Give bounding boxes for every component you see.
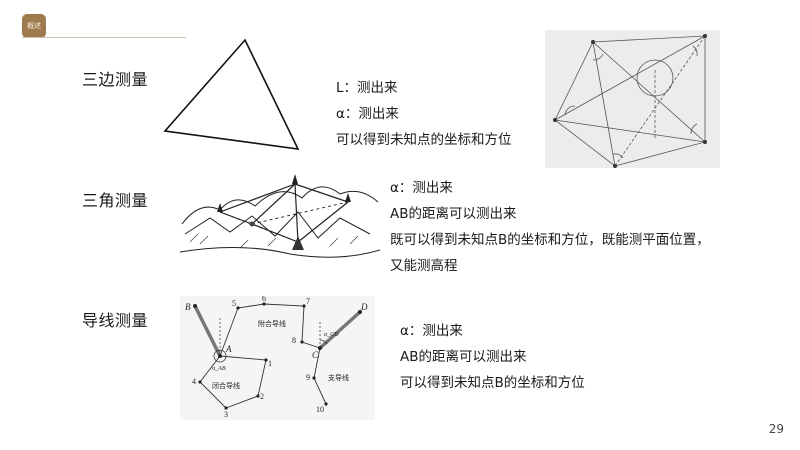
desc-line: 又能测高程	[390, 258, 458, 274]
desc-line: 可以得到未知点B的坐标和方位	[400, 375, 585, 391]
triangle-figure	[163, 38, 300, 150]
point-label-10: 10	[316, 405, 324, 414]
angle-label-cd: α_CD	[324, 332, 339, 338]
point-label-a: A	[225, 344, 232, 354]
title-traverse: 导线测量	[82, 311, 149, 330]
trilateration-network-photo	[545, 30, 720, 168]
point-label-3: 3	[224, 410, 228, 419]
point-label-2: 2	[260, 392, 264, 401]
desc-line: α：测出来	[336, 106, 399, 122]
traverse-diagram: B A 5 6 7 8 C D 4 1 2 3 9 10 α_AB α_CD 附…	[180, 296, 375, 420]
angle-label-ab: α_AB	[212, 366, 226, 372]
title-trilateration: 三边测量	[82, 70, 149, 89]
route-label-connecting: 附合导线	[258, 319, 286, 328]
route-label-branch: 支导线	[328, 373, 349, 382]
desc-traverse: α：测出来 AB的距离可以测出来 可以得到未知点B的坐标和方位	[400, 318, 585, 396]
route-label-closed: 闭合导线	[212, 381, 240, 390]
desc-line: L：测出来	[336, 80, 398, 96]
point-label-1: 1	[268, 359, 272, 368]
title-triangulation: 三角测量	[82, 191, 149, 210]
point-label-6: 6	[262, 296, 266, 303]
desc-line: 可以得到未知点的坐标和方位	[336, 132, 512, 148]
desc-line: AB的距离可以测出来	[390, 206, 517, 222]
desc-line: α：测出来	[400, 323, 463, 339]
section-badge: 概述	[22, 14, 46, 38]
header-divider	[22, 37, 186, 38]
desc-line: α：测出来	[390, 180, 453, 196]
point-label-7: 7	[306, 297, 310, 306]
desc-line: AB的距离可以测出来	[400, 349, 527, 365]
point-label-8: 8	[292, 336, 296, 345]
point-label-c: C	[312, 350, 319, 360]
page-number: 29	[768, 422, 784, 436]
point-label-4: 4	[192, 377, 196, 386]
triangulation-terrain-sketch	[180, 174, 380, 258]
desc-line: 既可以得到未知点B的坐标和方位，既能测平面位置，	[390, 232, 710, 248]
point-label-5: 5	[232, 299, 236, 308]
desc-trilateration: L：测出来 α：测出来 可以得到未知点的坐标和方位	[336, 75, 512, 153]
point-label-b: B	[185, 302, 191, 312]
point-label-d: D	[360, 302, 368, 312]
point-label-9: 9	[306, 373, 310, 382]
desc-triangulation: α：测出来 AB的距离可以测出来 既可以得到未知点B的坐标和方位，既能测平面位置…	[390, 175, 710, 279]
